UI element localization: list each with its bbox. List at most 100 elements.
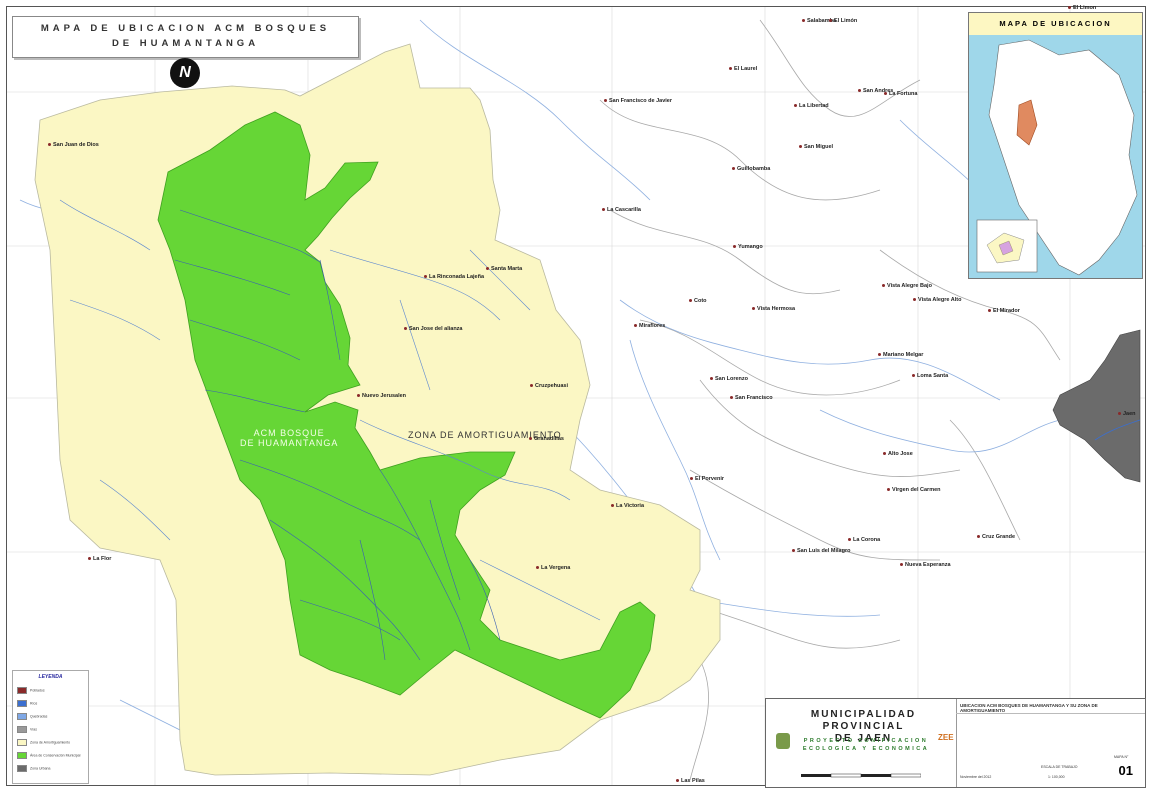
place-label: Las Pilas [676,778,705,784]
place-dot-icon [799,145,802,149]
legend-item: Área de Conservación Municipal [17,752,80,759]
place-dot-icon [882,284,885,288]
place-dot-icon [602,208,605,212]
map-title-line2: DE HUAMANTANGA [111,38,260,49]
legend-swatch-icon [17,765,27,772]
legend-swatch-icon [17,713,27,720]
place-dot-icon [404,327,407,331]
place-label: Vista Alegre Alto [913,297,962,303]
map-date: Noviembre del 2012 [960,775,992,779]
project-line1: PROYECTO ZONIFICACION [803,738,929,744]
legend-item-label: Quebradas [30,714,48,719]
place-name: El Mirador [993,308,1020,314]
project-line2: ECOLOGICA Y ECONOMICA [802,746,930,752]
municipal-seal-icon [776,733,790,749]
map-cartouche: MUNICIPALIDAD PROVINCIAL DE JAEN PROYECT… [765,698,1146,788]
place-dot-icon [794,104,797,108]
place-dot-icon [912,374,915,378]
place-name: Yumango [738,244,763,250]
place-name: San Miguel [804,144,834,150]
place-dot-icon [858,89,861,93]
place-label: San Luis del Milagro [792,548,850,554]
place-label: San Juan de Dios [48,142,99,148]
place-label: Coto [689,298,707,304]
legend-item-label: Zona de Amortiguamiento [30,740,71,745]
place-dot-icon [529,437,532,441]
place-name: El Laurel [734,66,758,72]
place-dot-icon [883,452,886,456]
place-dot-icon [900,563,903,567]
inset-peru-outline [988,39,1138,276]
buffer-streams [59,199,601,621]
place-dot-icon [848,538,851,542]
place-dot-icon [48,143,51,147]
map-number-label: MAPA N° [1114,755,1129,759]
place-label: Nueva Esperanza [900,562,951,568]
place-label: El Limon [1068,5,1096,11]
place-name: El Porvenir [695,476,725,482]
place-label: Guillobamba [732,166,770,172]
place-dot-icon [357,394,360,398]
place-label: Cruz Grande [977,534,1015,540]
legend-swatch-icon [17,700,27,707]
zee-logo-icon: ZEE [938,733,954,742]
place-name: San Francisco [735,395,773,401]
place-dot-icon [689,299,692,303]
place-name: Nueva Esperanza [905,562,951,568]
legend-title: LEYENDA [38,674,63,680]
acm-area-label: ACM BOSQUE DE HUAMANTANGA [240,428,338,448]
place-label: El Mirador [988,308,1020,314]
legend-item-label: Área de Conservación Municipal [30,753,81,758]
place-dot-icon [676,779,679,783]
legend-swatch-icon [17,752,27,759]
place-name: Vista Hermosa [757,306,796,312]
place-label: La Fortuna [884,91,917,97]
place-dot-icon [729,67,732,71]
org-line1: MUNICIPALIDAD PROVINCIAL [810,709,917,732]
place-dot-icon [536,566,539,570]
place-label: La Vergena [536,565,570,571]
place-name: Vista Alegre Alto [918,297,962,303]
buffer-zone-label: ZONA DE AMORTIGUAMIENTO [408,430,562,440]
place-label: Yumango [733,244,763,250]
legend-item: Zona de Amortiguamiento [17,739,70,746]
legend-item: Zona Urbana [17,765,50,772]
place-name: San Luis del Milagro [797,548,851,554]
place-name: Alto Jose [888,451,913,457]
place-name: La Libertad [799,103,829,109]
place-label: San Miguel [799,144,833,150]
inset-region-highlight [1016,99,1038,146]
legend-item-label: Ríos [30,701,38,706]
acm-label-line1: ACM BOSQUE [253,428,325,438]
place-name: El Limón [834,18,858,24]
place-dot-icon [887,488,890,492]
place-dot-icon [829,19,832,23]
place-label: San Jose del alianza [404,326,463,332]
acm-label-line2: DE HUAMANTANGA [240,438,339,448]
place-name: Jaen [1123,411,1136,417]
place-name: San Lorenzo [715,376,749,382]
place-label: San Francisco [730,395,773,401]
place-dot-icon [730,396,733,400]
place-dot-icon [424,275,427,279]
place-dot-icon [634,324,637,328]
place-label: Jaen [1118,411,1136,417]
acm-streams [174,209,501,661]
scale-value: 1: 100,000 [1048,775,1065,779]
legend-swatch-icon [17,726,27,733]
scale-bar [801,773,921,778]
place-dot-icon [792,549,795,553]
place-dot-icon [878,353,881,357]
place-label: Vista Hermosa [752,306,795,312]
place-dot-icon [913,298,916,302]
legend-item-label: Zona Urbana [30,766,51,771]
place-label: San Andres [858,88,893,94]
place-label: La Cascarilla [602,207,641,213]
place-name: El Limon [1073,5,1097,11]
north-arrow-icon: N [170,58,200,88]
place-label: San Francisco de Javier [604,98,672,104]
legend-item: Poblados [17,687,45,694]
